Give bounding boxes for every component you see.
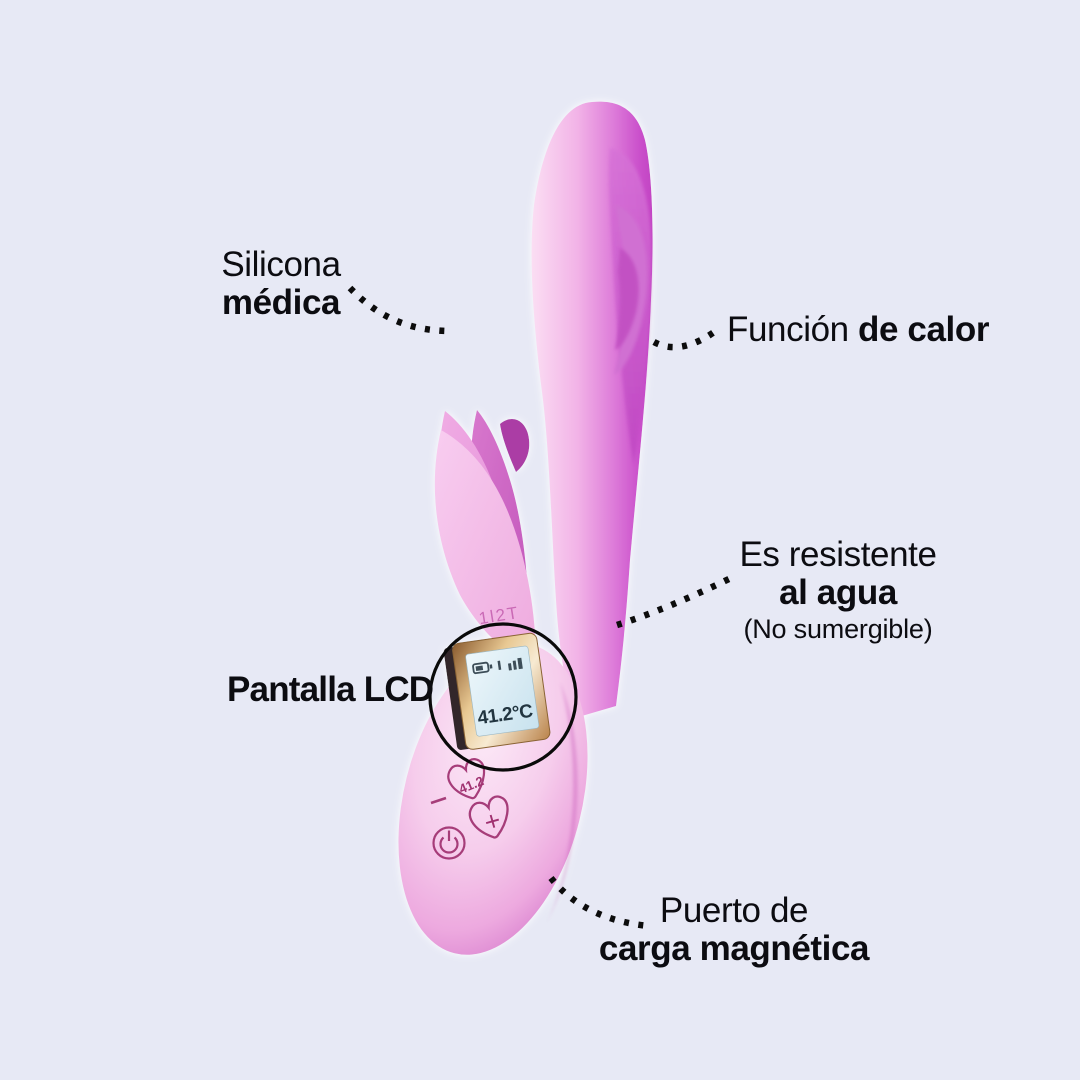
battery-icon (472, 661, 493, 675)
label-agua-line2: al agua (779, 573, 897, 612)
label-pantalla-lcd: Pantalla LCD (227, 670, 434, 709)
label-resistente-al-agua: Es resistente al agua (No sumergible) (688, 536, 988, 646)
label-silicona-line2: médica (221, 283, 341, 322)
leader-agua (616, 575, 733, 629)
label-funcion-bold: de calor (858, 310, 990, 349)
magnifier-circle (428, 622, 578, 772)
leader-lines (347, 285, 733, 930)
minus-button (430, 796, 447, 805)
label-funcion-de-calor: Función de calor (727, 311, 989, 349)
leader-funcion (652, 327, 719, 351)
tip-ridge-inner (615, 248, 639, 350)
label-puerto-line1: Puerto de (659, 891, 809, 930)
plus-button-outline (468, 795, 509, 839)
lcd-display: 41.2°C (443, 632, 551, 750)
petal-bud (500, 419, 530, 472)
signal-bars-icon (507, 657, 523, 671)
control-buttons (430, 758, 509, 860)
label-funcion-prefix: Función (727, 310, 859, 349)
label-agua-line3: (No sumergible) (743, 614, 933, 644)
power-icon (439, 830, 459, 854)
label-silicona-medica: Silicona médica (171, 246, 391, 322)
lcd-divider (497, 660, 502, 670)
petal-front (434, 430, 536, 668)
device-body: 1l2T 41.2 + (398, 101, 653, 955)
power-button-outline (432, 826, 466, 860)
label-puerto-carga: Puerto de carga magnética (564, 892, 904, 968)
label-agua-line1: Es resistente (739, 535, 937, 574)
label-silicona-line1: Silicona (221, 245, 341, 284)
label-puerto-line2: carga magnética (598, 929, 870, 968)
